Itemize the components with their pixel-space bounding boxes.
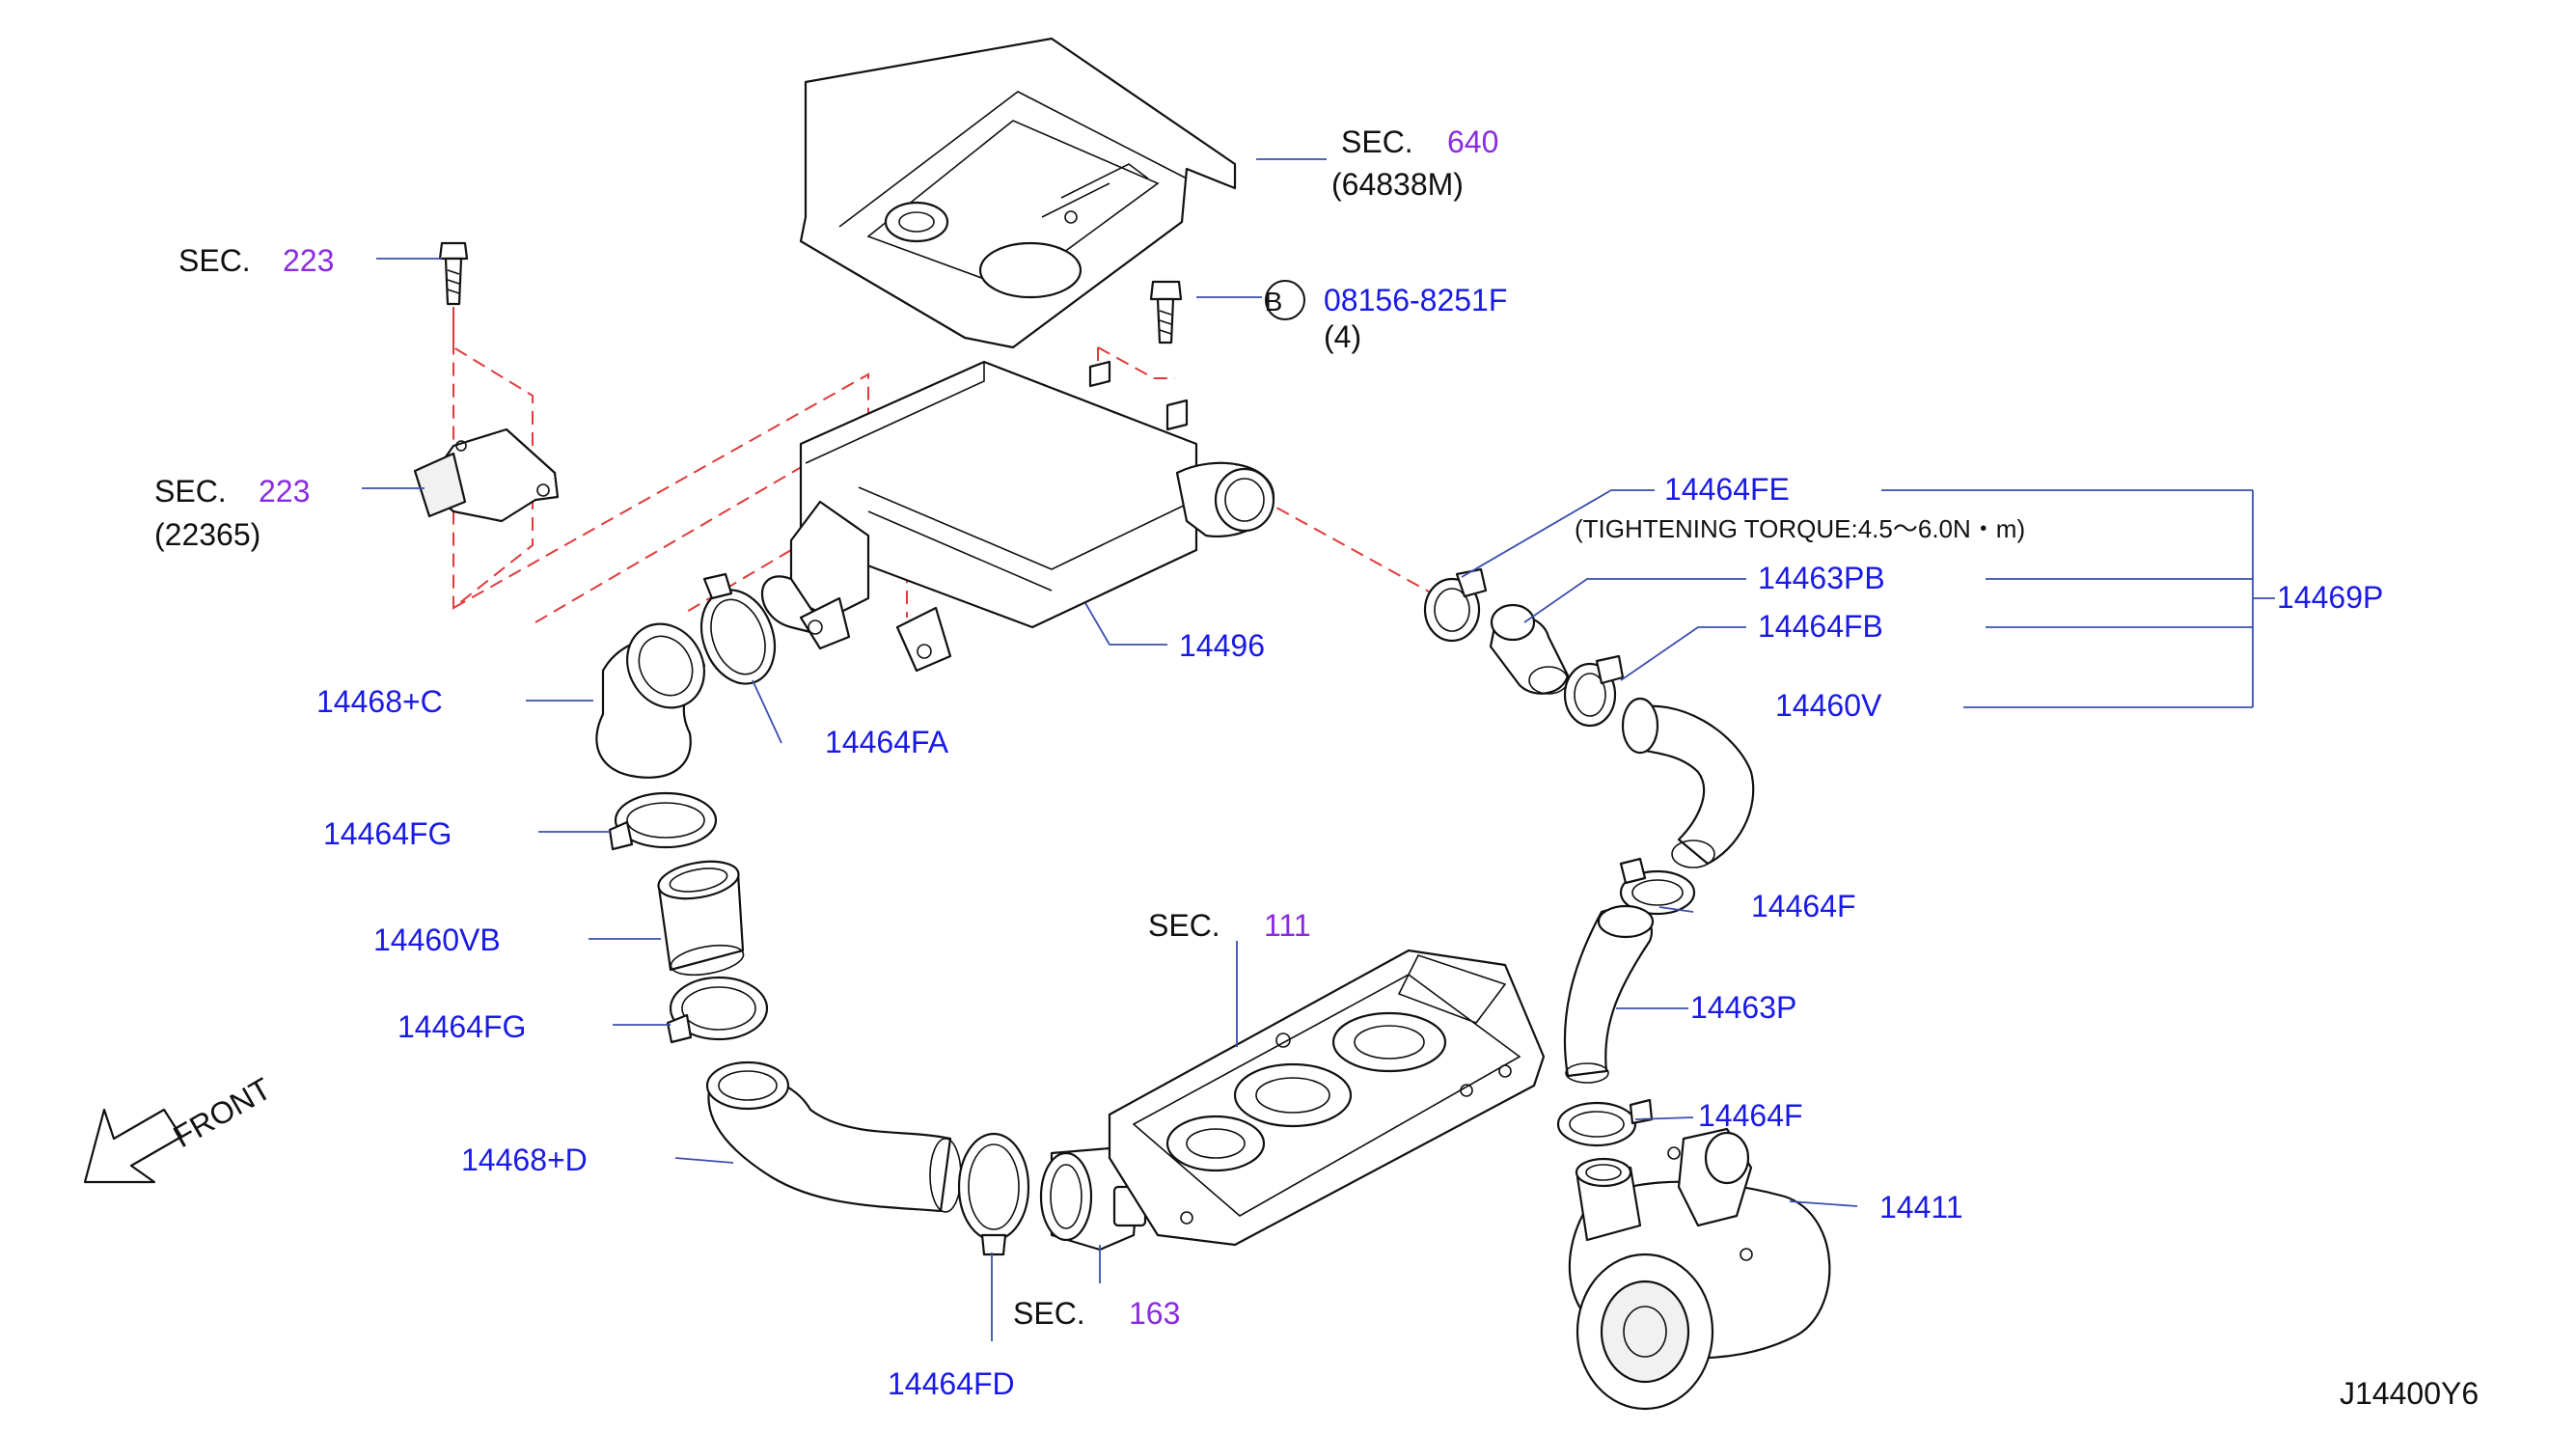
part-14464fg-2: 14464FG [397, 1009, 526, 1044]
clamp-14464fd [957, 1132, 1030, 1256]
part-14464f-2: 14464F [1698, 1098, 1803, 1133]
clamp-14464fb [1563, 654, 1625, 728]
hose-14468c [595, 622, 706, 779]
front-arrow-icon [83, 1108, 183, 1184]
hose-14463p [1563, 904, 1655, 1084]
sec-label-163: SEC. [1013, 1296, 1085, 1331]
part-14460vb: 14460VB [373, 923, 501, 957]
engine-cover [799, 37, 1237, 349]
sensor-22365 [413, 427, 560, 523]
section-640-sub: (64838M) [1331, 167, 1464, 202]
sec-label-223-bolt: SEC. [178, 243, 251, 278]
sec-label-223-sensor: SEC. [154, 474, 227, 509]
sec-label-640: SEC. [1341, 124, 1413, 159]
part-14460v: 14460V [1775, 688, 1882, 723]
hose-14460v [1621, 697, 1755, 868]
turbocharger-14411 [1568, 1127, 1831, 1411]
hose-14468d [705, 1060, 962, 1213]
section-640: 640 [1447, 124, 1498, 159]
part-14464fg-1: 14464FG [323, 816, 452, 851]
labels: SEC. 640 (64838M) SEC. 223 B 08156-8251F… [154, 124, 2479, 1411]
clamp-14464fg-2 [666, 976, 769, 1044]
section-223-bolt: 223 [283, 243, 334, 278]
bolt-sec223 [438, 241, 469, 306]
sec-label-111: SEC. [1148, 908, 1220, 943]
part-14468d: 14468+D [461, 1143, 588, 1177]
clamp-14464fa [699, 572, 777, 685]
section-163: 163 [1129, 1296, 1180, 1331]
part-14463p: 14463P [1690, 990, 1796, 1025]
clamp-14464f-1 [1619, 857, 1696, 916]
part-14469p: 14469P [2277, 580, 2383, 615]
part-14496: 14496 [1179, 628, 1265, 663]
part-14464fa: 14464FA [825, 725, 949, 759]
leader-lines [362, 158, 2275, 1341]
part-14464fe: 14464FE [1664, 472, 1790, 507]
clamp-14464fe [1423, 567, 1488, 643]
bolt-b [1149, 280, 1183, 344]
bolt-ref-part: 08156-8251F [1324, 283, 1507, 317]
bolt-ref-circle [1265, 280, 1305, 320]
part-14464fb: 14464FB [1758, 609, 1883, 644]
section-223-sub: (22365) [154, 517, 260, 552]
part-14468c: 14468+C [316, 684, 443, 719]
front-label: FRONT [168, 1071, 277, 1154]
bolt-ref-qty: (4) [1324, 319, 1361, 354]
clamp-14464fg-1 [608, 791, 718, 851]
bolt-ref-letter: B [1265, 287, 1283, 317]
clamp-14464f-2 [1556, 1098, 1654, 1147]
torque-note: (TIGHTENING TORQUE:4.5～6.0N・m) [1575, 514, 2025, 543]
part-14464f-1: 14464F [1751, 889, 1856, 923]
intercooler-14496 [760, 360, 1275, 673]
rocker-cover-sec111 [1108, 949, 1546, 1247]
sleeve-14463pb [1489, 603, 1570, 695]
diagram-code: J14400Y6 [2340, 1376, 2479, 1411]
part-14464fd: 14464FD [888, 1366, 1015, 1401]
part-14411: 14411 [1879, 1190, 1963, 1225]
air-inlet-sec163 [1039, 1146, 1147, 1252]
section-223-sensor: 223 [259, 474, 310, 509]
sleeve-14460vb [657, 860, 745, 977]
part-14463pb: 14463PB [1758, 561, 1885, 595]
section-111: 111 [1264, 908, 1311, 943]
